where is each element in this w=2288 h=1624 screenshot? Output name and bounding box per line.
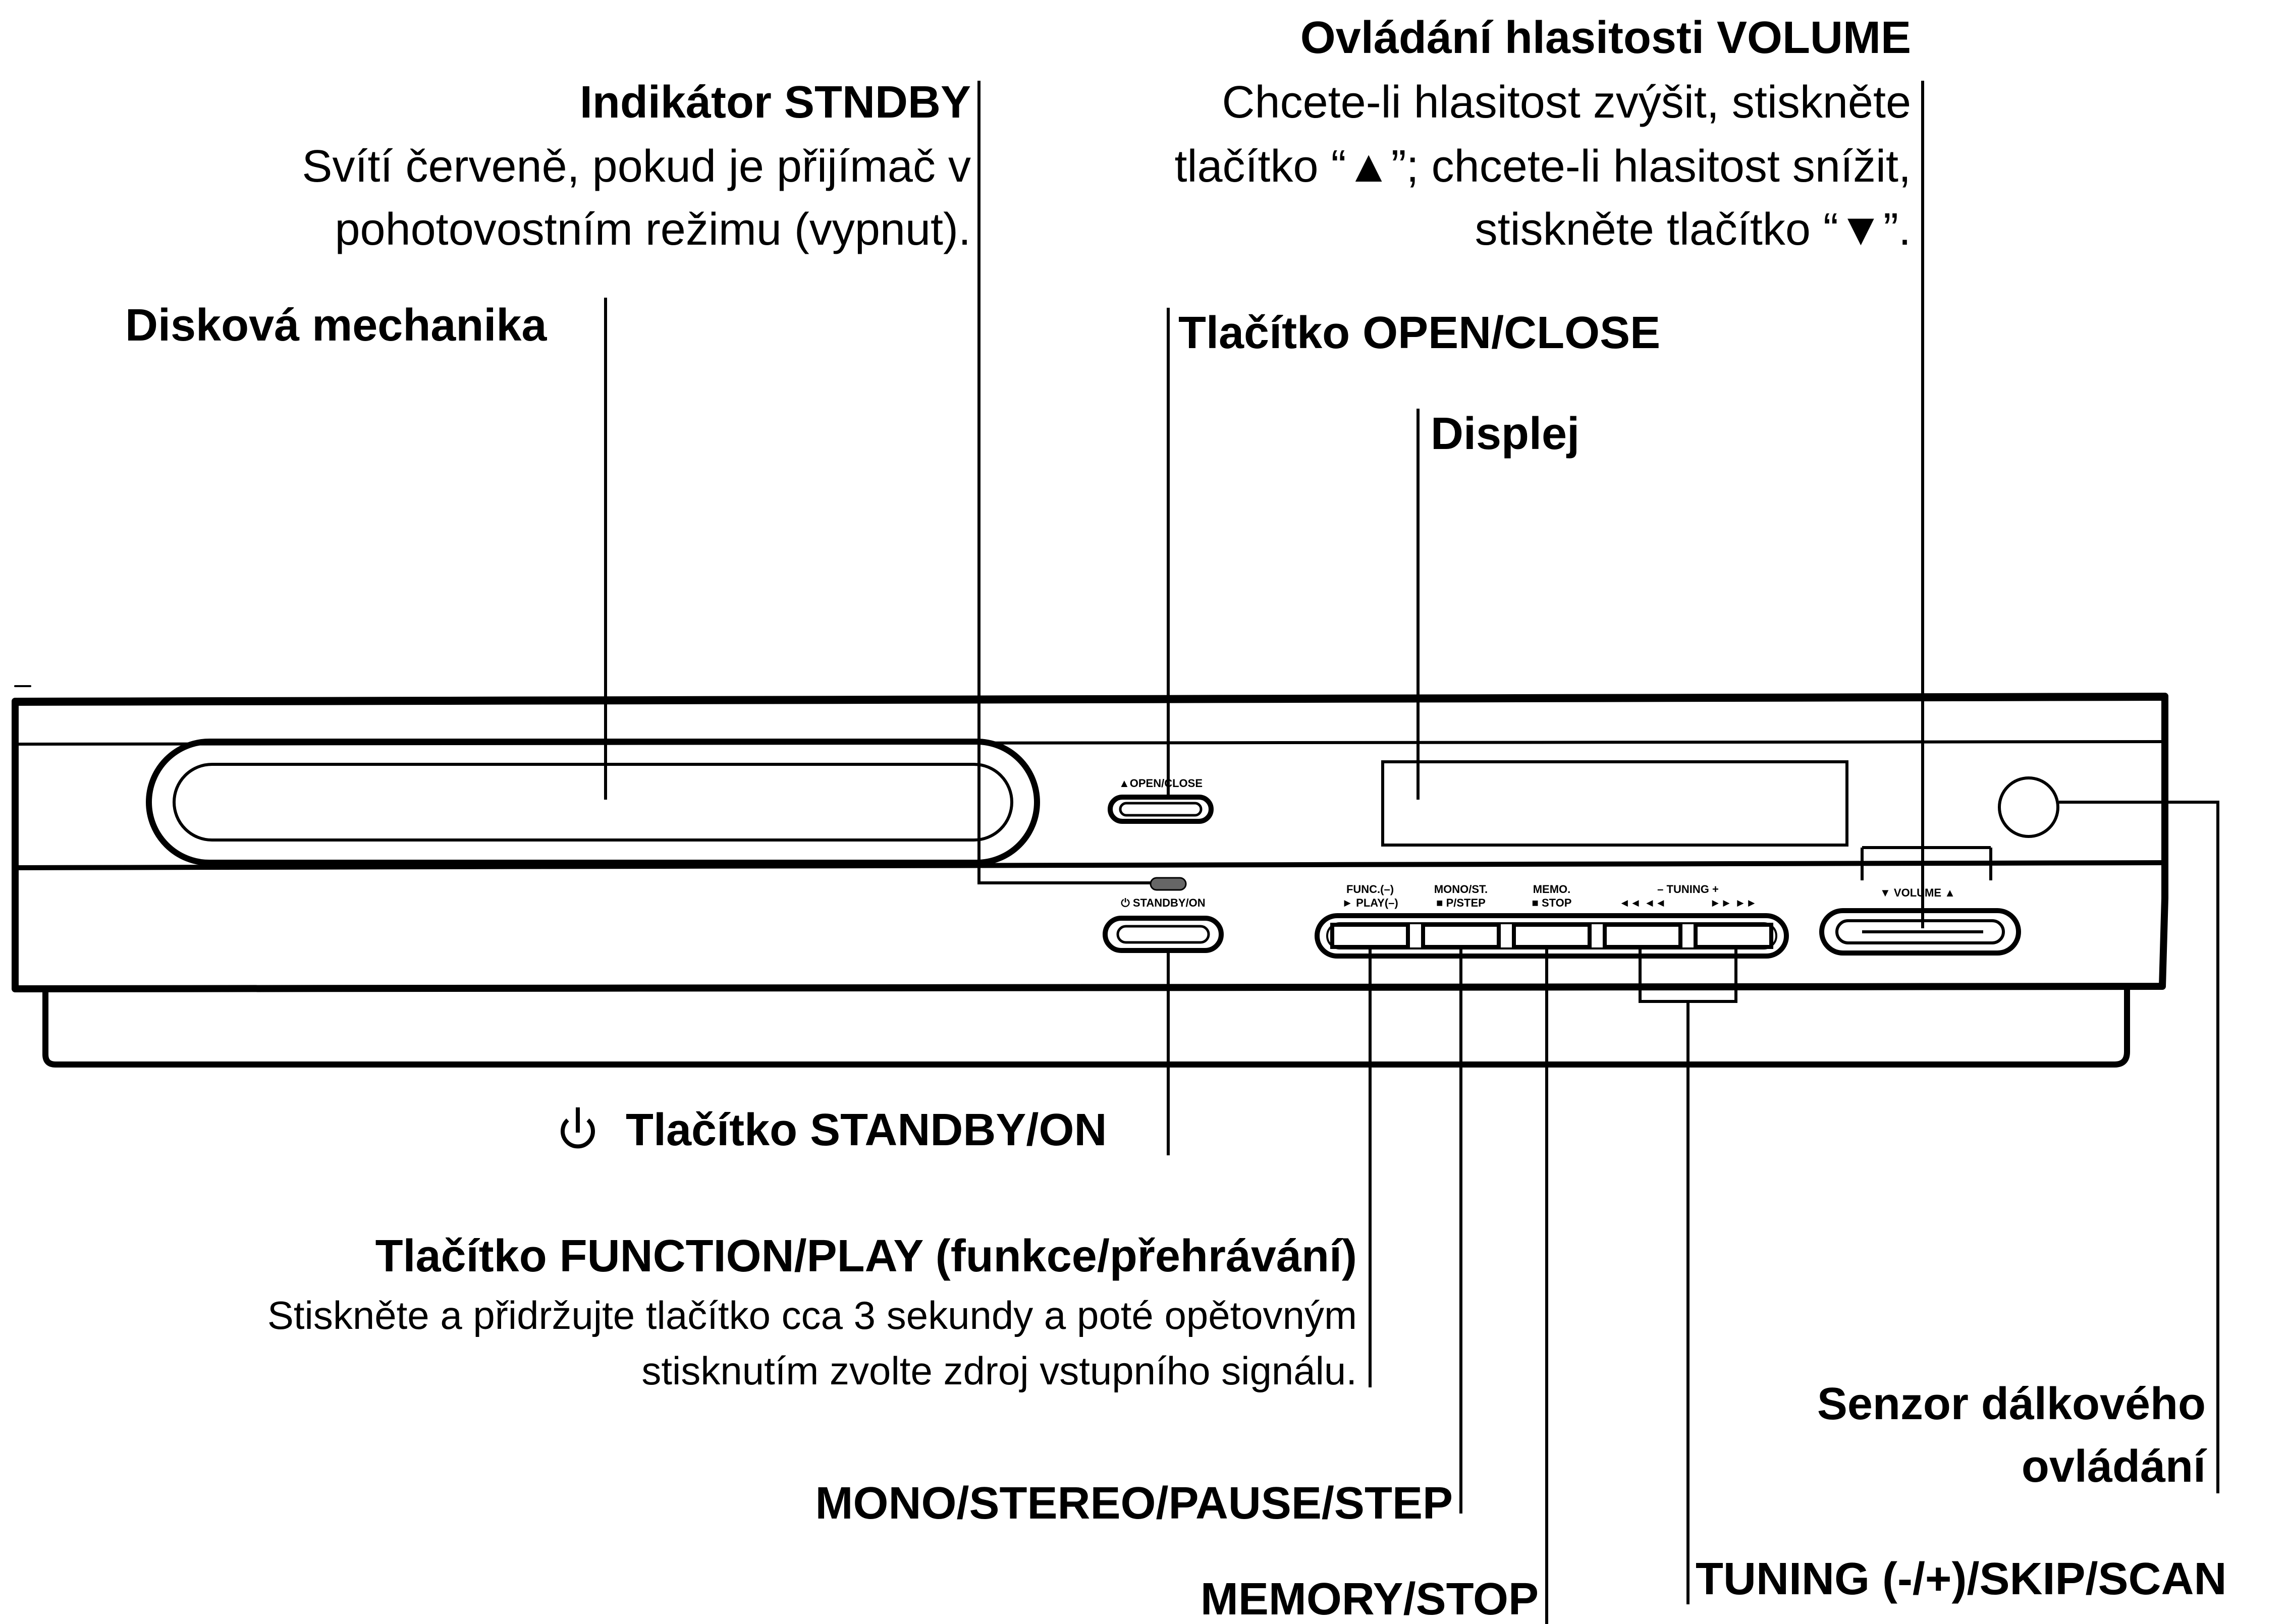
leader-lines [604,81,2219,1624]
callout-volume-line1: Chcete-li hlasitost zvýšit, stiskněte [1222,77,1911,128]
callout-mono-stereo: MONO/STEREO/PAUSE/STEP [815,1478,1453,1529]
panel-volume-label: ▼ VOLUME ▲ [1880,886,1955,899]
device-mid-divider [13,860,2167,870]
standby-on-button [1103,916,1224,953]
volume-button [1819,908,2021,956]
panel-memo-top: MEMO. [1533,883,1571,895]
leader-standby-indicator [977,81,1151,884]
panel-func-bottom: ► PLAY(–) [1342,897,1398,909]
callout-volume-title: Ovládání hlasitosti VOLUME [1300,13,1911,63]
leader-remote-sensor [2059,801,2219,1493]
control-button-group [1315,913,1789,959]
callout-remote-sensor-line2: ovládání [2021,1441,2206,1492]
disc-tray [146,739,1040,866]
open-close-button [1108,795,1214,824]
callout-volume-line3: stiskněte tlačítko “▼”. [1475,204,1911,255]
panel-mono-bottom: ■ P/STEP [1436,897,1486,909]
callout-function-play-line2: stisknutím zvolte zdroj vstupního signál… [641,1349,1357,1393]
standby-led [1150,877,1187,891]
panel-tuning-left: ◄◄ ◄◄ [1619,897,1666,909]
callout-standby-indicator-title: Indikátor STNDBY [579,77,971,128]
callout-disc-tray: Disková mechanika [125,300,547,351]
panel-standby-label: ⏻ STANDBY/ON [1121,897,1205,909]
callout-tuning: TUNING (-/+)/SKIP/SCAN [1696,1554,2227,1604]
device-base [42,983,2130,1068]
callout-volume-line2: tlačítko “▲”; chcete-li hlasitost snížit… [1174,141,1911,192]
remote-sensor [1998,776,2059,838]
panel-tuning-top: – TUNING + [1657,883,1719,895]
panel-open-close-label: ▲OPEN/CLOSE [1119,777,1203,790]
panel-memo-bottom: ■ STOP [1532,897,1572,909]
callout-standby-indicator-line1: Svítí červeně, pokud je přijímač v [302,141,971,192]
callout-function-play-title: Tlačítko FUNCTION/PLAY (funkce/přehráván… [375,1231,1357,1281]
device-outline [12,693,2168,992]
callout-standby-indicator-line2: pohotovostním režimu (vypnut). [335,204,971,255]
power-icon [561,1107,595,1149]
callout-open-close: Tlačítko OPEN/CLOSE [1178,308,1661,358]
callout-standby-on: Tlačítko STANDBY/ON [626,1105,1107,1155]
callout-display: Displej [1431,409,1580,459]
panel-func-top: FUNC.(–) [1346,883,1394,895]
callout-remote-sensor-line1: Senzor dálkového [1817,1379,2206,1429]
callout-function-play-line1: Stiskněte a přidržujte tlačítko cca 3 se… [267,1293,1357,1337]
panel-mono-top: MONO/ST. [1434,883,1488,895]
callout-memory-stop: MEMORY/STOP [1200,1574,1539,1624]
display-window [1381,760,1848,847]
device-top-edge [13,697,2164,706]
panel-tuning-right: ►► ►► [1710,897,1757,909]
